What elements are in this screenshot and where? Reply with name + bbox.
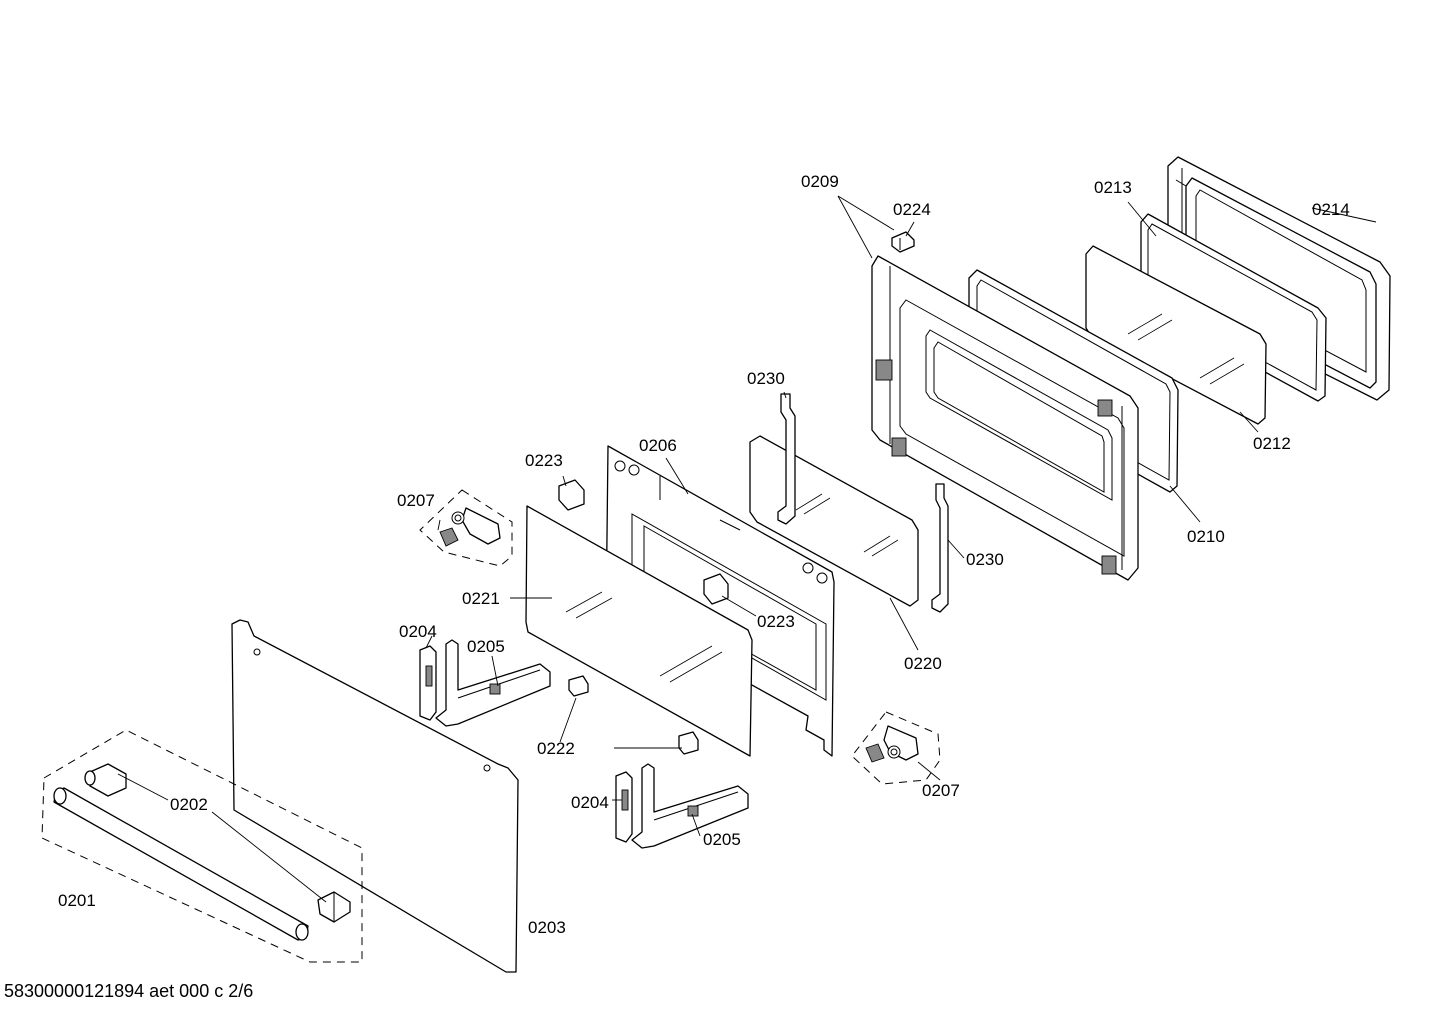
label-0207-lower: 0207 [922, 781, 960, 800]
label-0220: 0220 [904, 654, 942, 673]
part-0205-hinge-arm-lower [631, 763, 749, 849]
label-0207-upper: 0207 [397, 491, 435, 510]
label-0230-upper: 0230 [747, 369, 785, 388]
part-labels: 0201 0202 0203 0204 0204 0205 0205 0206 … [58, 172, 1350, 937]
part-0201-handle-group [41, 729, 363, 963]
part-0203-outer-door-glass [231, 619, 519, 973]
part-0209-inner-door-panel [871, 255, 1139, 581]
label-0222: 0222 [537, 739, 575, 758]
part-0207-hinge-upper [419, 489, 513, 567]
label-0223-middle: 0223 [757, 612, 795, 631]
label-0221: 0221 [462, 589, 500, 608]
label-0210: 0210 [1187, 527, 1225, 546]
part-0222-clip-upper [568, 675, 589, 697]
part-0222-clip-lower [678, 731, 699, 755]
label-0202: 0202 [170, 795, 208, 814]
label-0212: 0212 [1253, 434, 1291, 453]
document-code: 58300000121894 aet 000 c 2/6 [4, 981, 253, 1001]
part-0212-glass-pane [1085, 245, 1267, 425]
part-0230-bracket-upper [777, 393, 796, 525]
label-0224: 0224 [893, 200, 931, 219]
part-0204-hinge-bracket-upper [419, 645, 437, 721]
part-0223-clip-middle [703, 573, 729, 605]
label-0213: 0213 [1094, 178, 1132, 197]
label-0230-lower: 0230 [966, 550, 1004, 569]
label-0204-lower: 0204 [571, 793, 609, 812]
label-0204-upper: 0204 [399, 622, 437, 641]
part-0204-hinge-bracket-lower [615, 771, 633, 843]
part-0230-bracket-lower [931, 483, 949, 613]
leader-lines [117, 195, 1377, 903]
label-0206: 0206 [639, 436, 677, 455]
part-0205-hinge-arm-upper [435, 639, 551, 727]
label-0203: 0203 [528, 918, 566, 937]
part-0224-clip [891, 231, 915, 253]
label-0205-upper: 0205 [467, 637, 505, 656]
label-0223-upper: 0223 [525, 451, 563, 470]
part-0223-clip-upper [558, 479, 585, 511]
part-0221-glass-pane [525, 505, 753, 757]
part-0207-hinge-lower [851, 711, 941, 785]
part-0202-handle-mount-right [317, 891, 351, 923]
label-0209: 0209 [801, 172, 839, 191]
part-0202-handle-mount-left [84, 763, 127, 797]
label-0214: 0214 [1312, 200, 1350, 219]
label-0201: 0201 [58, 891, 96, 910]
label-0205-lower: 0205 [703, 830, 741, 849]
